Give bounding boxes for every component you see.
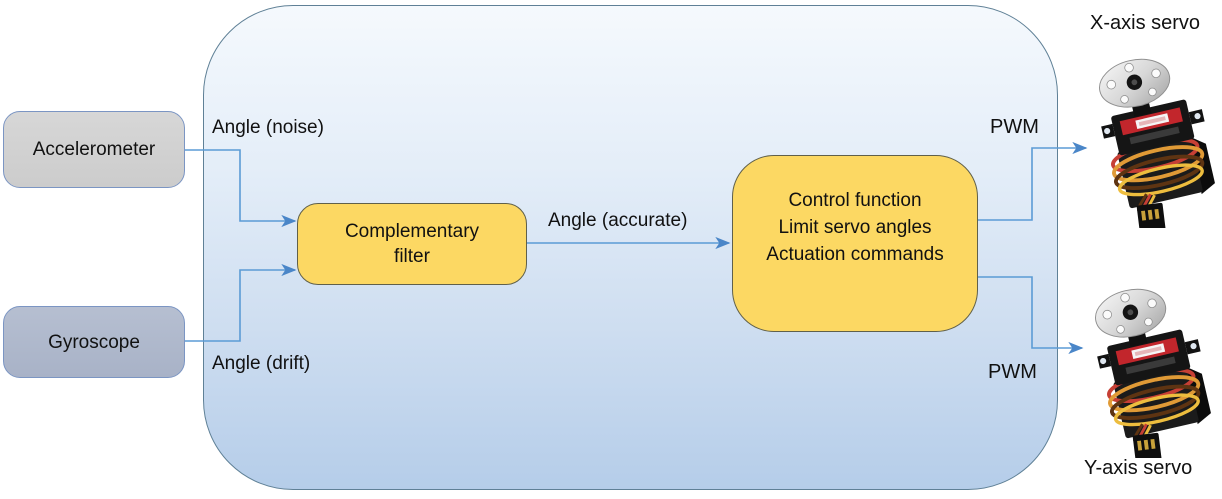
complementary-filter-label: Complementary filter bbox=[344, 221, 480, 267]
y-axis-servo-figure bbox=[1080, 280, 1216, 458]
x-axis-servo-image bbox=[1084, 50, 1220, 228]
pwm-y-label: PWM bbox=[988, 361, 1037, 383]
x-axis-servo-figure bbox=[1084, 50, 1220, 228]
controller-line-1: Control function bbox=[788, 190, 922, 211]
complementary-filter-box: Complementary filter bbox=[297, 203, 527, 285]
accelerometer-box: Accelerometer bbox=[3, 111, 185, 188]
angle-drift-label: Angle (drift) bbox=[212, 353, 311, 374]
accelerometer-label: Accelerometer bbox=[32, 139, 156, 160]
angle-accurate-label: Angle (accurate) bbox=[548, 210, 688, 231]
gyroscope-label: Gyroscope bbox=[48, 331, 140, 353]
angle-noise-label: Angle (noise) bbox=[212, 117, 324, 138]
y-axis-servo-label: Y-axis servo bbox=[1084, 457, 1193, 479]
controller-line-3: Actuation commands bbox=[766, 244, 944, 265]
y-axis-servo-image bbox=[1080, 280, 1216, 458]
gyroscope-box: Gyroscope bbox=[3, 306, 185, 378]
controller-line-2: Limit servo angles bbox=[778, 217, 932, 238]
x-axis-servo-label: X-axis servo bbox=[1090, 12, 1201, 34]
controller-box: Control function Limit servo angles Actu… bbox=[732, 155, 978, 332]
pwm-x-label: PWM bbox=[990, 116, 1039, 138]
